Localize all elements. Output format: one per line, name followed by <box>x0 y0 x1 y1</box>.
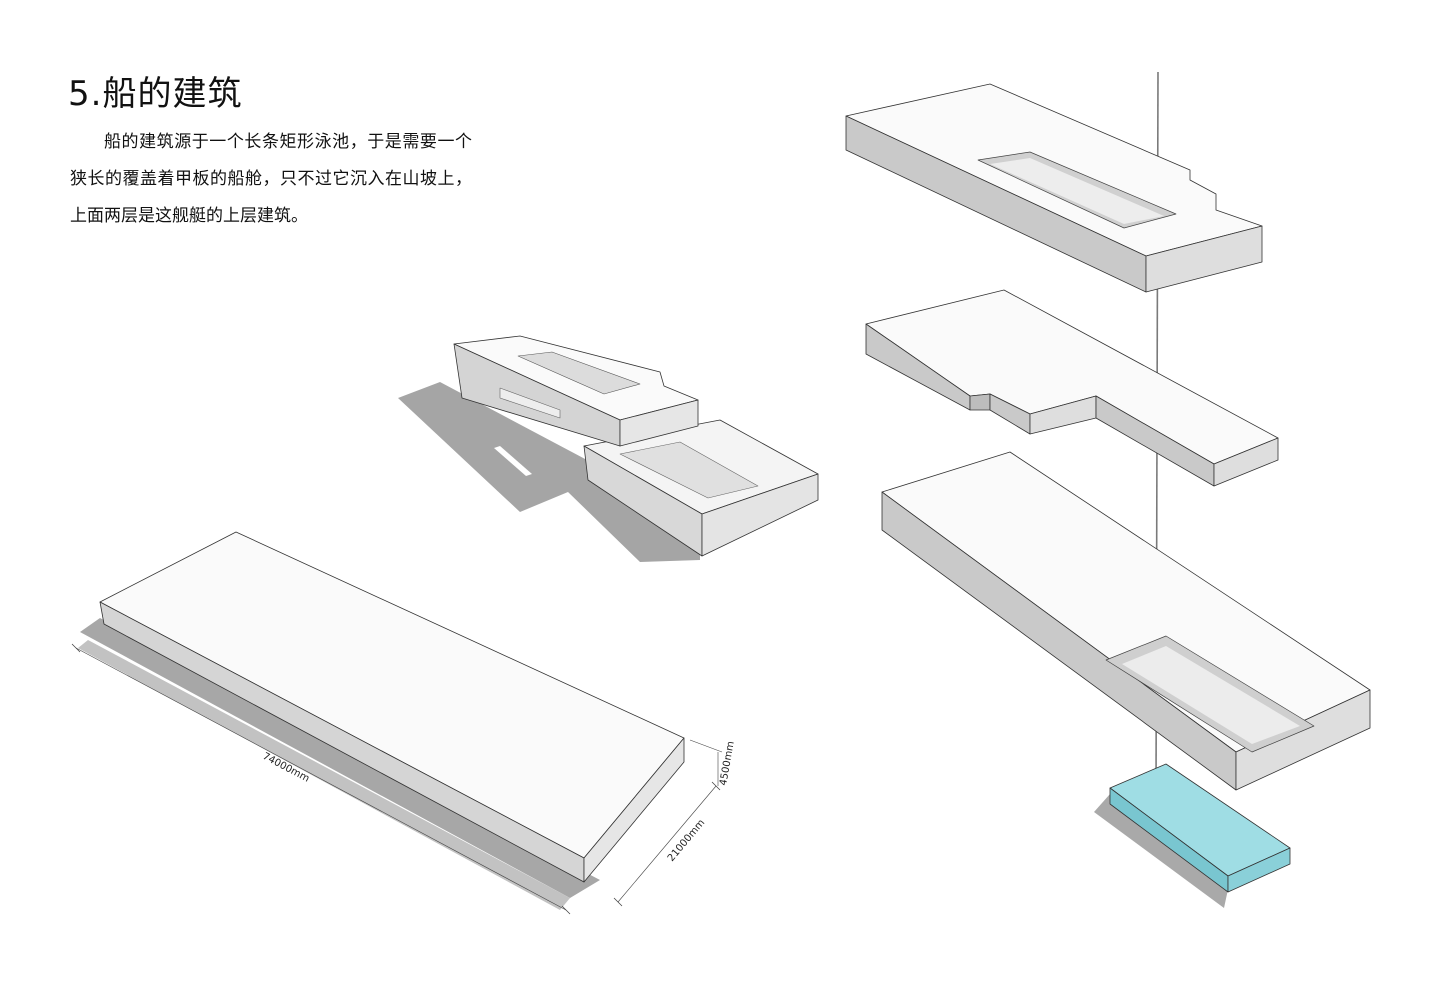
height-dimension-label: 4500mm <box>718 740 737 786</box>
page-title: 5.船的建筑 <box>68 66 242 115</box>
lower-deck-pool-opening <box>619 441 759 499</box>
middle-layer-step <box>969 393 991 411</box>
section-number: 5. <box>68 74 103 114</box>
description-text: 船的建筑源于一个长条矩形泳池，于是需要一个狭长的覆盖着甲板的船舱，只不过它沉入在… <box>70 132 472 226</box>
lower-deck-end <box>701 473 819 557</box>
assembled-shadow <box>398 382 700 562</box>
width-dimension-line <box>617 785 717 903</box>
upper-block-opening <box>517 351 641 395</box>
upper-block-end <box>619 399 699 447</box>
section-title: 船的建筑 <box>102 74 243 114</box>
base-slab-end <box>583 737 685 883</box>
top-layer-slot-floor <box>990 158 1164 224</box>
bottom-layer-end <box>1235 689 1371 791</box>
assembled-building-model <box>398 335 819 562</box>
length-dimension-line <box>75 647 567 911</box>
base-slab-shadow-soft <box>78 640 570 910</box>
pool-shadow <box>1094 794 1230 908</box>
base-slab-model <box>71 531 723 915</box>
exploded-model <box>845 71 1371 908</box>
base-slab-shadow <box>80 618 600 898</box>
upper-block-gap <box>499 387 561 419</box>
assembled-shadow-slit <box>494 446 532 476</box>
top-layer-end <box>1145 225 1263 293</box>
middle-layer-end <box>1213 437 1279 487</box>
pool-end <box>1227 847 1291 893</box>
bottom-layer-pool-floor <box>1122 646 1300 744</box>
width-dimension-label: 21000mm <box>666 818 707 864</box>
